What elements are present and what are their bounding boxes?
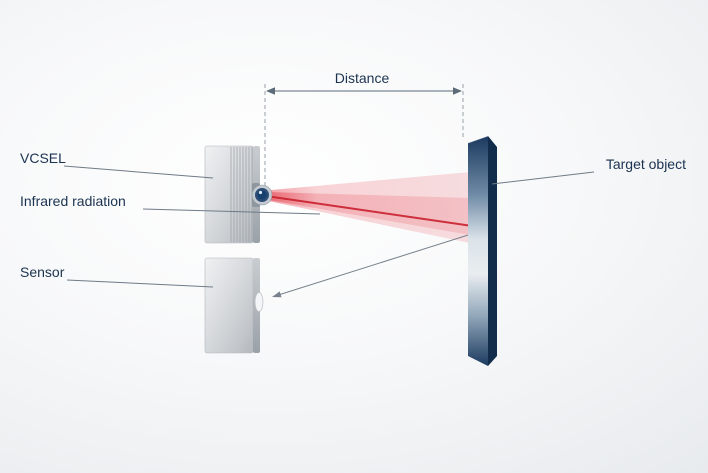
target-front-face (468, 136, 488, 366)
leader-lines (63, 165, 595, 288)
target-leader-line (491, 171, 595, 185)
sensor-body (204, 257, 254, 354)
reflected-ray-line (273, 229, 485, 297)
vcsel-lens-highlight (258, 190, 263, 195)
vcsel-heatsink-fins (230, 147, 253, 242)
vcsel-block (204, 145, 273, 244)
infrared-beam (265, 172, 487, 243)
vcsel-label: VCSEL (20, 150, 66, 166)
vcsel-leader-line (63, 165, 214, 179)
target-object (467, 135, 497, 366)
infrared-ray-line (265, 195, 487, 229)
distance-arrowhead-left (266, 87, 275, 95)
infrared-leader-line (142, 208, 321, 215)
distance-dimension: Distance (264, 70, 464, 192)
infrared-radiation-label: Infrared radiation (20, 193, 126, 209)
vcsel-lens-aperture (257, 190, 267, 200)
reflected-ray-arrowhead (272, 291, 282, 298)
vcsel-lens (251, 183, 273, 207)
sensor-block (204, 257, 264, 354)
target-object-label: Target object (606, 156, 686, 172)
sensor-leader-line (66, 279, 214, 288)
target-side-face (488, 136, 497, 366)
reflected-ray (272, 229, 485, 298)
target-top-highlight (467, 135, 489, 144)
distance-arrowhead-right (453, 87, 462, 95)
sensor-window (254, 292, 264, 312)
distance-label: Distance (335, 70, 390, 86)
sensor-label: Sensor (20, 264, 65, 280)
